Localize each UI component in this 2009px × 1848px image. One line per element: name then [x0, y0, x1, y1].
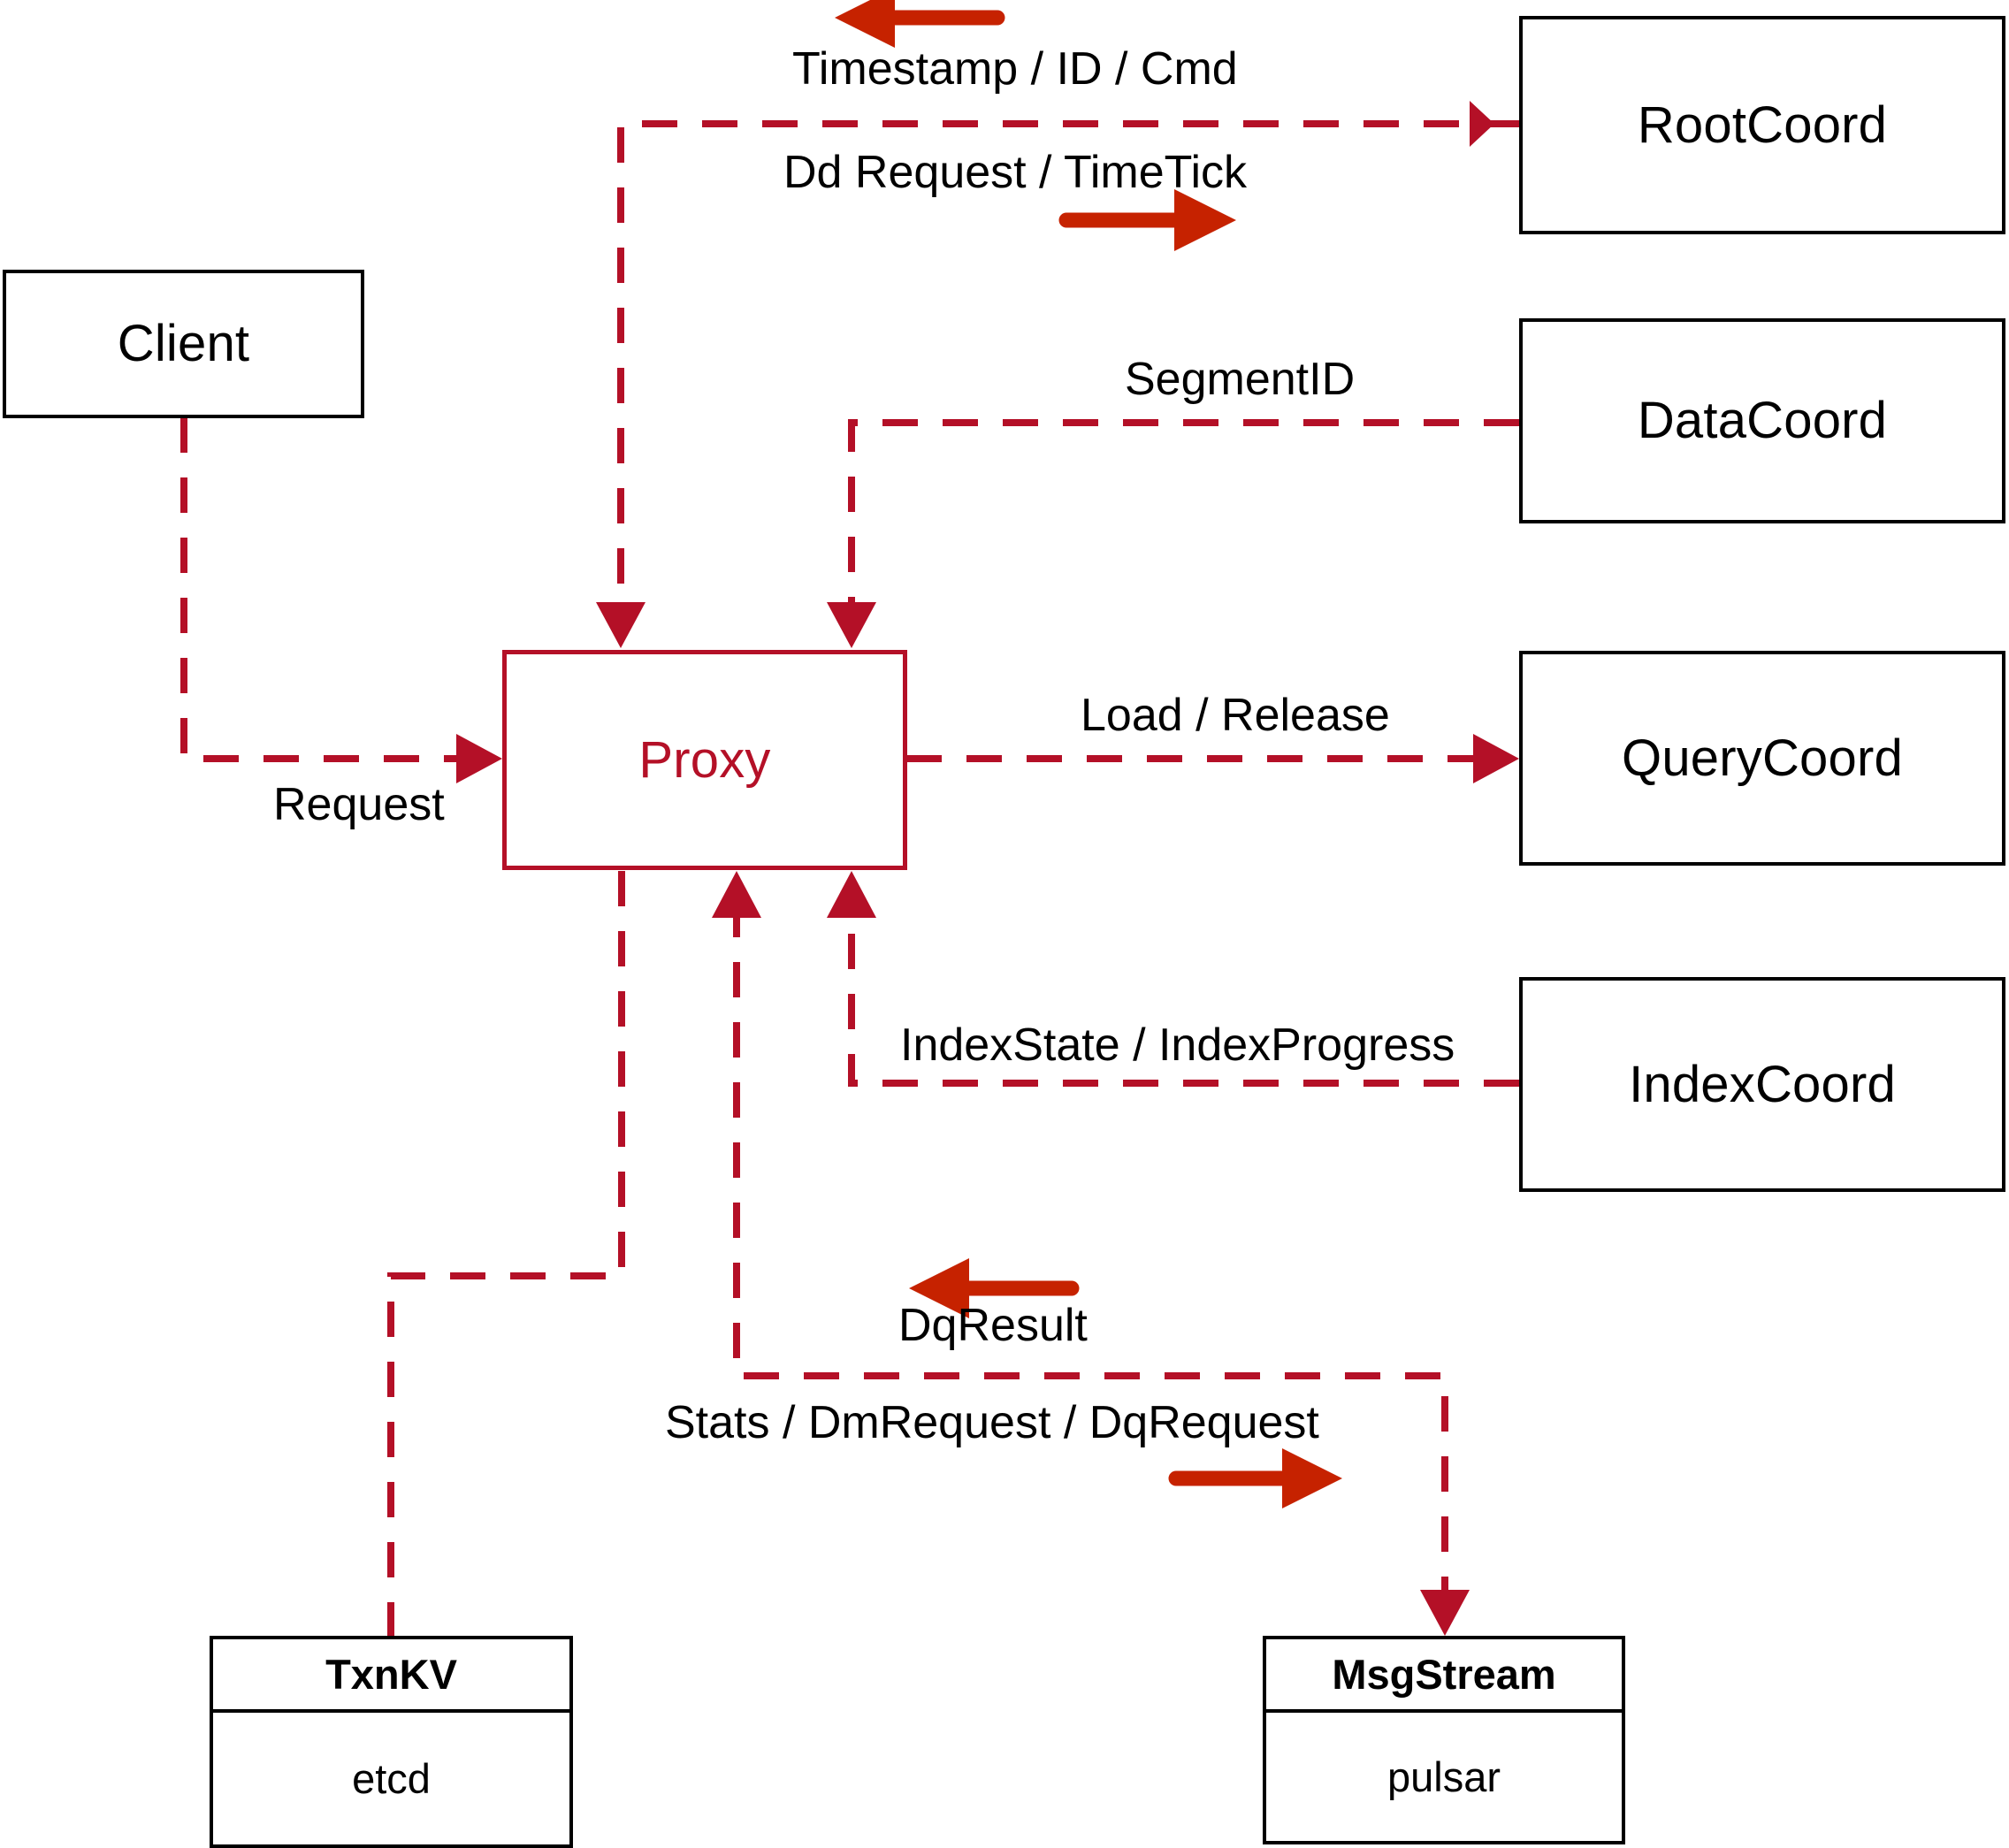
node-datacoord-label: DataCoord [1637, 392, 1888, 450]
edge-proxy-msgstream [712, 871, 1470, 1636]
edge-proxy-to-rootcoord-arrowhead [1470, 101, 1494, 147]
node-msgstream-header: MsgStream [1266, 1639, 1622, 1713]
direction-arrow-timestamp-left [835, 0, 1005, 48]
edge-label-segmentid: SegmentID [1125, 354, 1356, 405]
node-rootcoord[interactable]: RootCoord [1519, 16, 2005, 234]
edge-label-load-release: Load / Release [1081, 690, 1390, 741]
edge-label-indexstate-indexprogress: IndexState / IndexProgress [900, 1019, 1455, 1071]
node-datacoord[interactable]: DataCoord [1519, 318, 2005, 523]
node-querycoord-label: QueryCoord [1622, 729, 1903, 787]
node-rootcoord-label: RootCoord [1637, 95, 1888, 154]
node-txnkv-body: etcd [352, 1755, 431, 1802]
node-proxy-label: Proxy [638, 730, 771, 789]
node-client-label: Client [117, 315, 250, 373]
edge-label-request: Request [273, 779, 445, 830]
node-msgstream[interactable]: MsgStream pulsar [1263, 1636, 1625, 1844]
edge-proxy-to-txnkv [387, 871, 625, 1636]
node-msgstream-body: pulsar [1386, 1753, 1501, 1800]
node-querycoord[interactable]: QueryCoord [1519, 651, 2005, 866]
edge-rootcoord-to-proxy [596, 120, 1519, 648]
node-client[interactable]: Client [3, 270, 364, 418]
edge-label-stats-dmrequest-dqrequest: Stats / DmRequest / DqRequest [665, 1397, 1319, 1448]
direction-arrow-stats-right [1168, 1448, 1342, 1508]
node-proxy[interactable]: Proxy [502, 650, 907, 870]
node-txnkv[interactable]: TxnKV etcd [210, 1636, 573, 1848]
node-indexcoord[interactable]: IndexCoord [1519, 977, 2005, 1192]
edge-datacoord-to-proxy [827, 419, 1519, 648]
direction-arrow-ddrequest-right [1058, 189, 1236, 251]
edge-label-timestamp-id-cmd: Timestamp / ID / Cmd [792, 43, 1238, 95]
node-indexcoord-label: IndexCoord [1629, 1055, 1896, 1113]
edge-proxy-to-querycoord [906, 734, 1519, 783]
node-txnkv-header: TxnKV [213, 1639, 569, 1713]
direction-arrow-dqresult-left [909, 1258, 1080, 1318]
edge-client-to-proxy [180, 417, 502, 783]
edge-indexcoord-to-proxy [827, 871, 1519, 1087]
edge-label-dd-request-timetick: Dd Request / TimeTick [783, 147, 1248, 198]
edge-label-dqresult: DqResult [898, 1300, 1088, 1351]
